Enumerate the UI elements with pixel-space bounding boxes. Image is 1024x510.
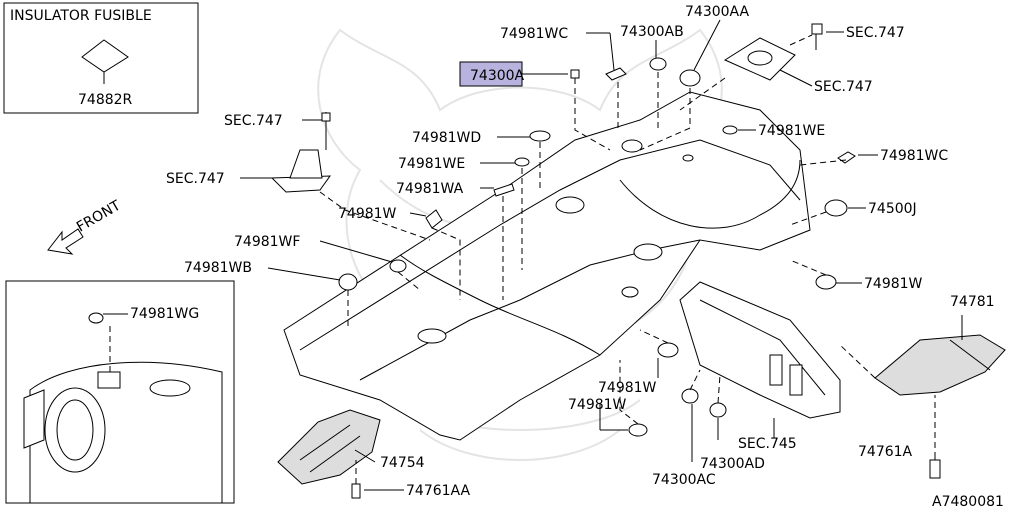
sec747-ref-d: SEC.747: [166, 171, 225, 187]
highlight-74300A[interactable]: [459, 61, 523, 87]
part-74981W-center: 74981W: [598, 380, 657, 396]
part-74981WE-right: 74981WE: [758, 123, 825, 139]
part-74981WC-top: 74981WC: [500, 26, 568, 42]
part-74981W-left: 74981W: [338, 206, 397, 222]
part-74981WG: 74981WG: [130, 306, 199, 322]
sec747-boot-left: [270, 112, 331, 193]
part-74882R: 74882R: [78, 92, 133, 108]
part-74981WA: 74981WA: [396, 181, 464, 197]
plugs: [338, 57, 941, 499]
rear-panel: [679, 281, 841, 419]
part-74761AA: 74761AA: [406, 483, 471, 499]
part-74981WB: 74981WB: [184, 260, 252, 276]
part-74981WE-left: 74981WE: [398, 156, 465, 172]
part-74300AD: 74300AD: [700, 456, 765, 472]
insulator-pad-icon: [81, 39, 129, 73]
sec747-ref-b: SEC.747: [814, 79, 873, 95]
inset-title: INSULATOR FUSIBLE: [10, 8, 152, 24]
part-74754-shape: [277, 409, 381, 485]
sec747-mount-right: [723, 23, 823, 81]
part-74300AA: 74300AA: [685, 4, 750, 20]
leader-lines: [240, 19, 963, 491]
part-74981W-lower: 74981W: [568, 397, 627, 413]
figure-code: A7480081: [932, 494, 1004, 510]
part-74300A: 74300A: [470, 68, 525, 84]
part-74981WF: 74981WF: [234, 234, 300, 250]
part-74981WC-right: 74981WC: [880, 148, 948, 164]
sec747-ref-c: SEC.747: [224, 113, 283, 129]
part-74781: 74781: [950, 294, 995, 310]
inset-insulator-fusible: INSULATOR FUSIBLE 74882R: [3, 2, 199, 114]
part-74781-shape: [874, 334, 1006, 396]
sec745-ref: SEC.745: [738, 436, 797, 452]
part-74761A: 74761A: [858, 444, 913, 460]
floor-panel: [283, 91, 811, 441]
front-label: FRONT: [74, 197, 124, 235]
part-labels: 74300A 74981WC 74300AB 74300AA SEC.747 S…: [166, 4, 1004, 510]
connector-lines: [319, 34, 936, 484]
part-74754: 74754: [380, 455, 425, 471]
front-direction-arrow: FRONT: [47, 197, 124, 255]
part-74500J: 74500J: [868, 201, 917, 217]
part-74981W-right: 74981W: [864, 276, 923, 292]
part-74300AB: 74300AB: [620, 24, 684, 40]
sec747-ref-a: SEC.747: [846, 25, 905, 41]
inset-detail: 74981WG: [5, 280, 235, 504]
part-74981WD: 74981WD: [412, 130, 481, 146]
part-74300AC: 74300AC: [652, 472, 716, 488]
